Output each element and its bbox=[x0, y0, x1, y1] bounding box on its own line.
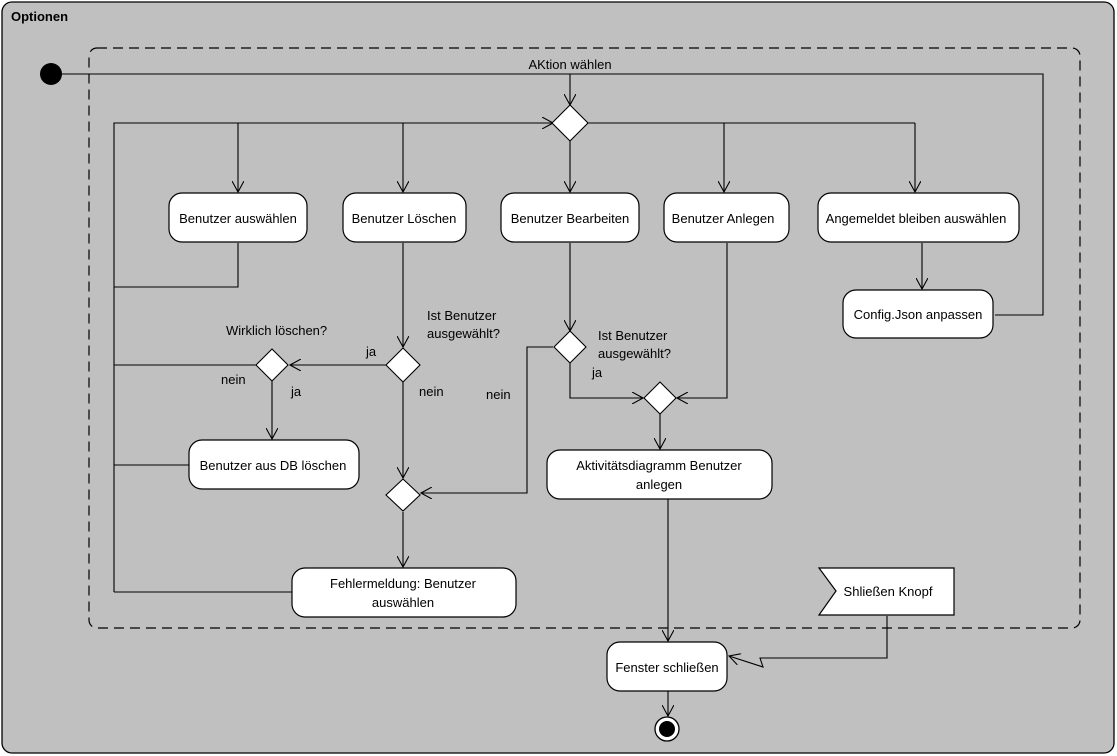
label-ist-benutzer-2b: ausgewählt? bbox=[598, 346, 671, 361]
anlegen-join-diamond bbox=[643, 381, 677, 415]
main-merge-diamond bbox=[551, 104, 589, 142]
label-ja-bearbeiten: ja bbox=[591, 365, 603, 380]
event-label: Shließen Knopf bbox=[844, 584, 933, 599]
bearbeiten-decision-diamond bbox=[553, 330, 587, 364]
action-benutzer-anlegen: Benutzer Anlegen bbox=[663, 192, 790, 243]
accept-event-schliessen-knopf: Shließen Knopf bbox=[817, 567, 955, 616]
label-ist-benutzer-2a: Ist Benutzer bbox=[598, 328, 668, 343]
wirklich-decision-diamond bbox=[255, 348, 289, 382]
action-label: Config.Json anpassen bbox=[854, 307, 983, 322]
action-label-line2: auswählen bbox=[372, 595, 434, 610]
edge-return-loop bbox=[113, 123, 553, 592]
action-fehlermeldung: Fehlermeldung: Benutzer auswählen bbox=[291, 567, 517, 618]
action-label: Fenster schließen bbox=[615, 660, 718, 675]
edge-ja-to-join bbox=[569, 363, 643, 398]
action-label-line1: Aktivitätsdiagramm Benutzer bbox=[576, 458, 742, 473]
action-fenster-schliessen: Fenster schließen bbox=[606, 641, 728, 692]
edge-auswaehlen-return bbox=[114, 243, 239, 288]
label-nein-loeschen: nein bbox=[419, 384, 444, 399]
label-ist-benutzer-1a: Ist Benutzer bbox=[427, 308, 497, 323]
action-benutzer-bearbeiten: Benutzer Bearbeiten bbox=[500, 192, 640, 243]
loeschen-decision-diamond bbox=[385, 347, 421, 383]
edge-nein-left bbox=[421, 346, 553, 493]
label-nein-wirklich: nein bbox=[221, 372, 246, 387]
action-label: Benutzer Bearbeiten bbox=[511, 211, 630, 226]
edge-anlegen-to-join bbox=[677, 243, 728, 398]
frame-title: Optionen bbox=[11, 9, 68, 24]
action-aktivitaetsdiagramm: Aktivitätsdiagramm Benutzer anlegen bbox=[546, 449, 773, 500]
action-label: Angemeldet bleiben auswählen bbox=[826, 211, 1007, 226]
action-label: Benutzer Anlegen bbox=[672, 211, 775, 226]
label-nein-bearbeiten: nein bbox=[486, 387, 511, 402]
label-wirklich-loeschen: Wirklich löschen? bbox=[226, 323, 327, 338]
action-label-line1: Fehlermeldung: Benutzer bbox=[330, 576, 477, 591]
action-label: Benutzer Löschen bbox=[352, 211, 457, 226]
action-label-line2: anlegen bbox=[636, 477, 682, 492]
label-ist-benutzer-1b: ausgewählt? bbox=[427, 326, 500, 341]
action-angemeldet-bleiben: Angemeldet bleiben auswählen bbox=[817, 192, 1020, 243]
action-label: Benutzer auswählen bbox=[179, 211, 297, 226]
action-aus-db-loeschen: Benutzer aus DB löschen bbox=[188, 439, 360, 490]
edge-start-to-merge bbox=[62, 73, 1044, 316]
loeschen-merge-diamond bbox=[385, 478, 421, 512]
action-benutzer-loeschen: Benutzer Löschen bbox=[342, 192, 467, 243]
interruptible-region bbox=[88, 47, 1081, 629]
action-label: Benutzer aus DB löschen bbox=[200, 458, 347, 473]
label-ja-wirklich: ja bbox=[290, 384, 302, 399]
action-config-json: Config.Json anpassen bbox=[842, 289, 994, 339]
edge-interrupt bbox=[729, 616, 888, 668]
label-ja-loeschen: ja bbox=[365, 344, 377, 359]
label-aktion-waehlen: AKtion wählen bbox=[528, 57, 611, 72]
initial-node bbox=[40, 63, 62, 85]
final-node bbox=[654, 716, 680, 742]
action-benutzer-auswaehlen: Benutzer auswählen bbox=[168, 192, 308, 243]
